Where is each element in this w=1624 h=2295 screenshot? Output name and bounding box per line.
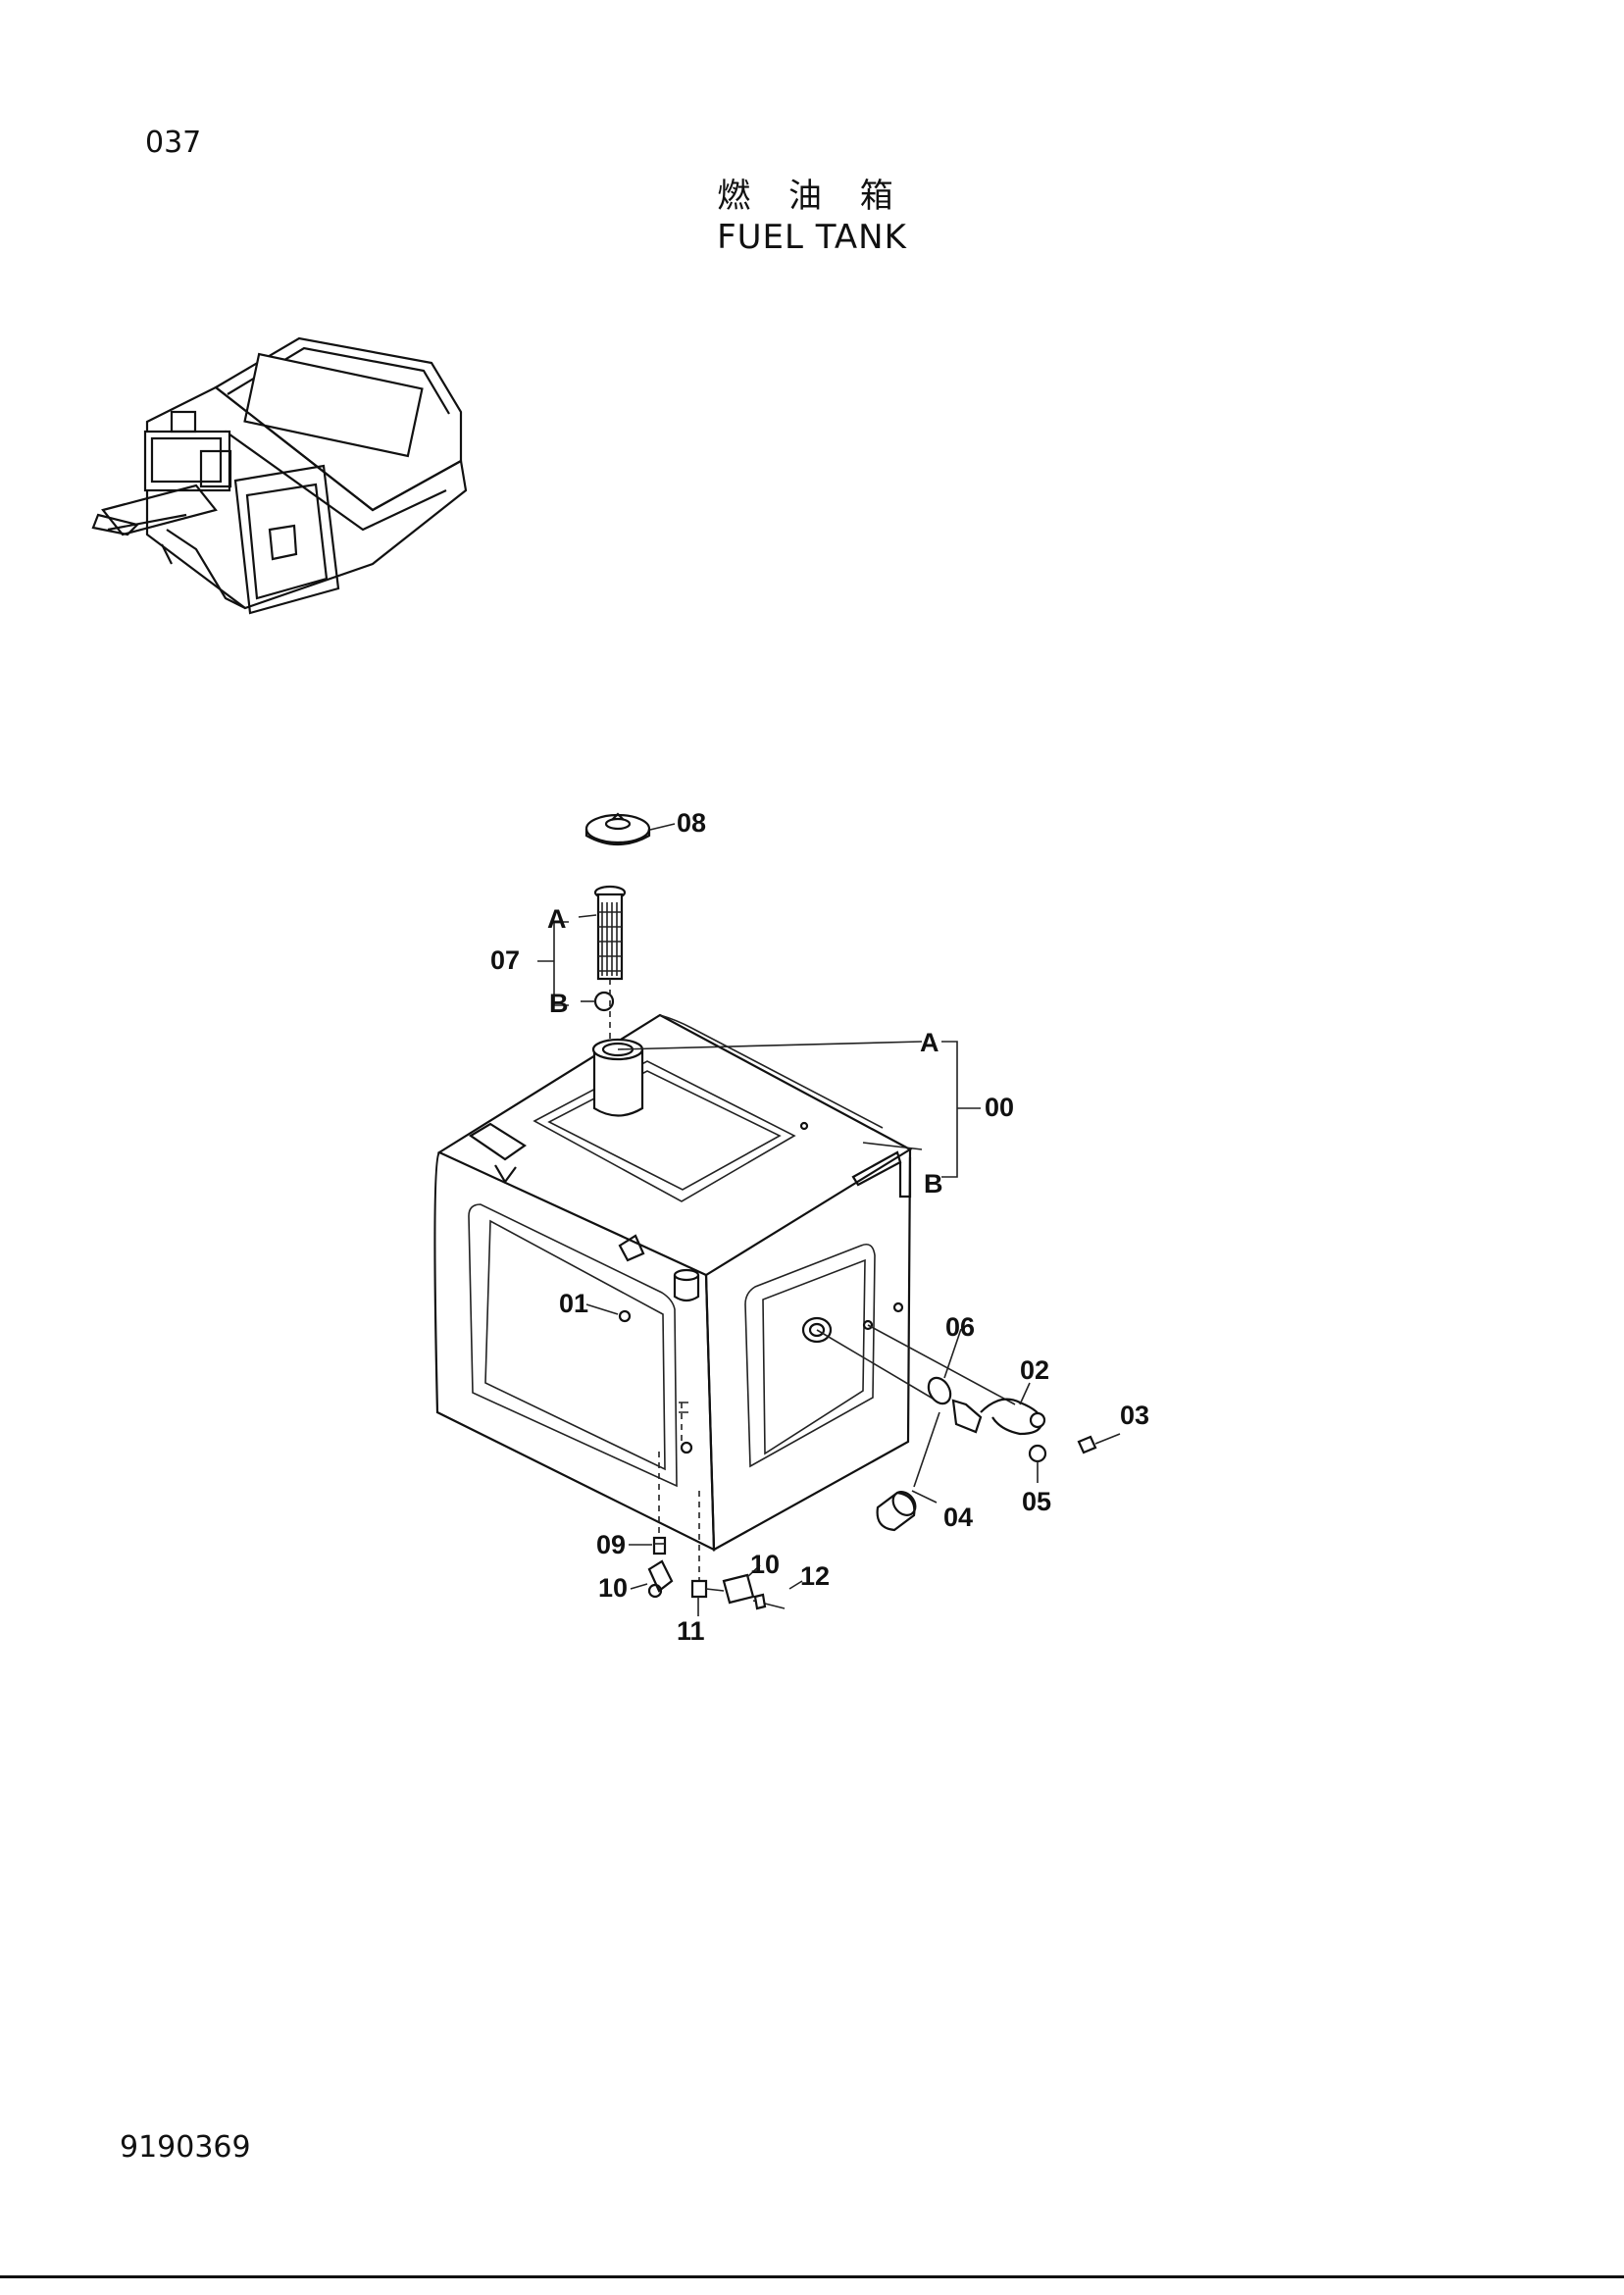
excavator-locator-thumbnail [91,336,468,615]
page-title-chinese: 燃 油 箱 [717,177,907,216]
callout-06: 06 [945,1312,975,1342]
fuel-tank-body [433,1013,913,1552]
callout-00: 00 [985,1093,1014,1122]
callout-03: 03 [1120,1401,1149,1430]
sender-unit-parts [816,1324,1121,1532]
callout-04: 04 [943,1503,973,1532]
page-title-english: FUEL TANK [717,218,907,257]
callout-a-tank: A [920,1028,939,1057]
callout-11: 11 [677,1616,705,1646]
callout-05: 05 [1022,1487,1051,1516]
callout-b-strainer: B [549,989,569,1018]
callout-b-tank: B [924,1169,943,1198]
callout-a-strainer: A [547,904,567,934]
callout-02: 02 [1020,1355,1049,1385]
bottom-rule [0,2275,1624,2278]
callout-10-left: 10 [598,1573,628,1603]
callout-07: 07 [490,945,520,975]
callout-08: 08 [677,808,706,838]
callout-10-right: 10 [750,1550,780,1579]
callout-12: 12 [800,1561,830,1591]
callout-09: 09 [596,1530,626,1559]
drawing-number: 9190369 [120,2130,251,2165]
callout-01: 01 [559,1289,588,1318]
drain-fittings [647,1452,786,1610]
fuel-cap-part [584,812,651,845]
page-number: 037 [145,126,202,160]
